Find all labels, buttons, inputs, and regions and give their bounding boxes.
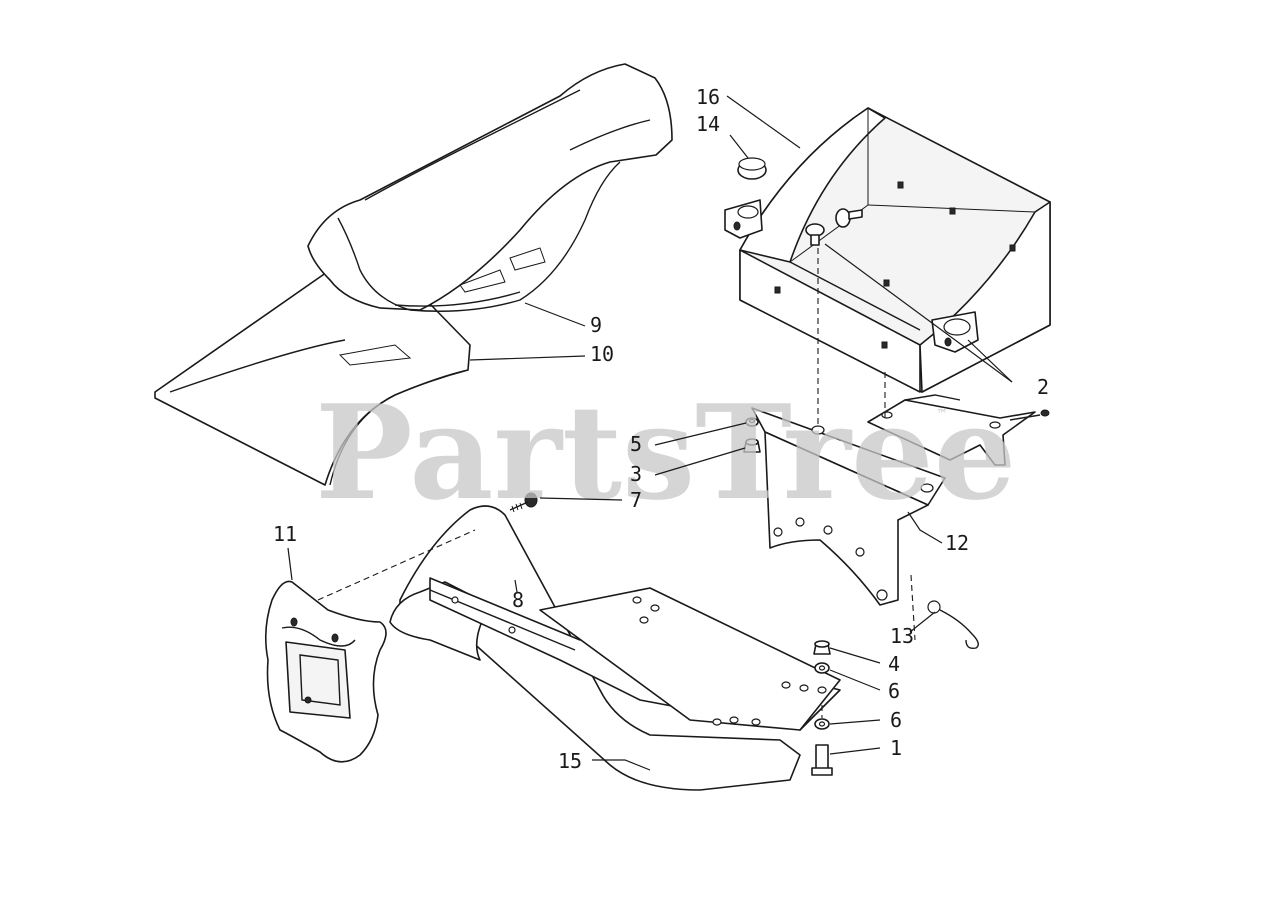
svg-text:™: ™ [936,407,948,421]
callout-14: 14 [696,112,720,136]
callout-5: 5 [630,432,642,456]
callout-7: 7 [630,488,642,512]
callout-13: 13 [890,624,914,648]
callout-9: 9 [590,313,602,337]
callout-11: 11 [273,522,297,546]
callout-8: 8 [512,588,524,612]
callout-6a: 6 [888,679,900,703]
leader-lines [287,95,1013,771]
part-13-hitch-pin [927,600,979,650]
callout-1: 1 [890,736,902,760]
callout-10: 10 [590,342,614,366]
part-9-hood [307,63,673,312]
svg-text:PartsTree: PartsTree [315,376,1016,529]
callout-labels: 16 14 9 10 2 5 3 7 11 12 8 13 4 6 6 1 15 [273,85,1049,773]
part-16-seat-tray [724,107,1051,393]
callout-3: 3 [630,462,642,486]
part-7-bolt [509,492,538,513]
callout-6b: 6 [890,708,902,732]
callout-15: 15 [558,749,582,773]
callout-12: 12 [945,531,969,555]
part-2-bolts [805,208,863,246]
part-3-5-nut-washer [743,417,761,453]
part-hinge-plate [867,394,1050,466]
part-15-frame [389,505,841,791]
part-14-grommet [737,157,767,180]
part-11-rear-panel [264,580,387,763]
callout-4: 4 [888,652,900,676]
part-4-6-1-hardware [811,640,833,776]
part-12-bracket [751,407,946,606]
partstree-watermark: PartsTree ™ [315,376,1016,529]
callout-2: 2 [1037,375,1049,399]
callout-16: 16 [696,85,720,109]
